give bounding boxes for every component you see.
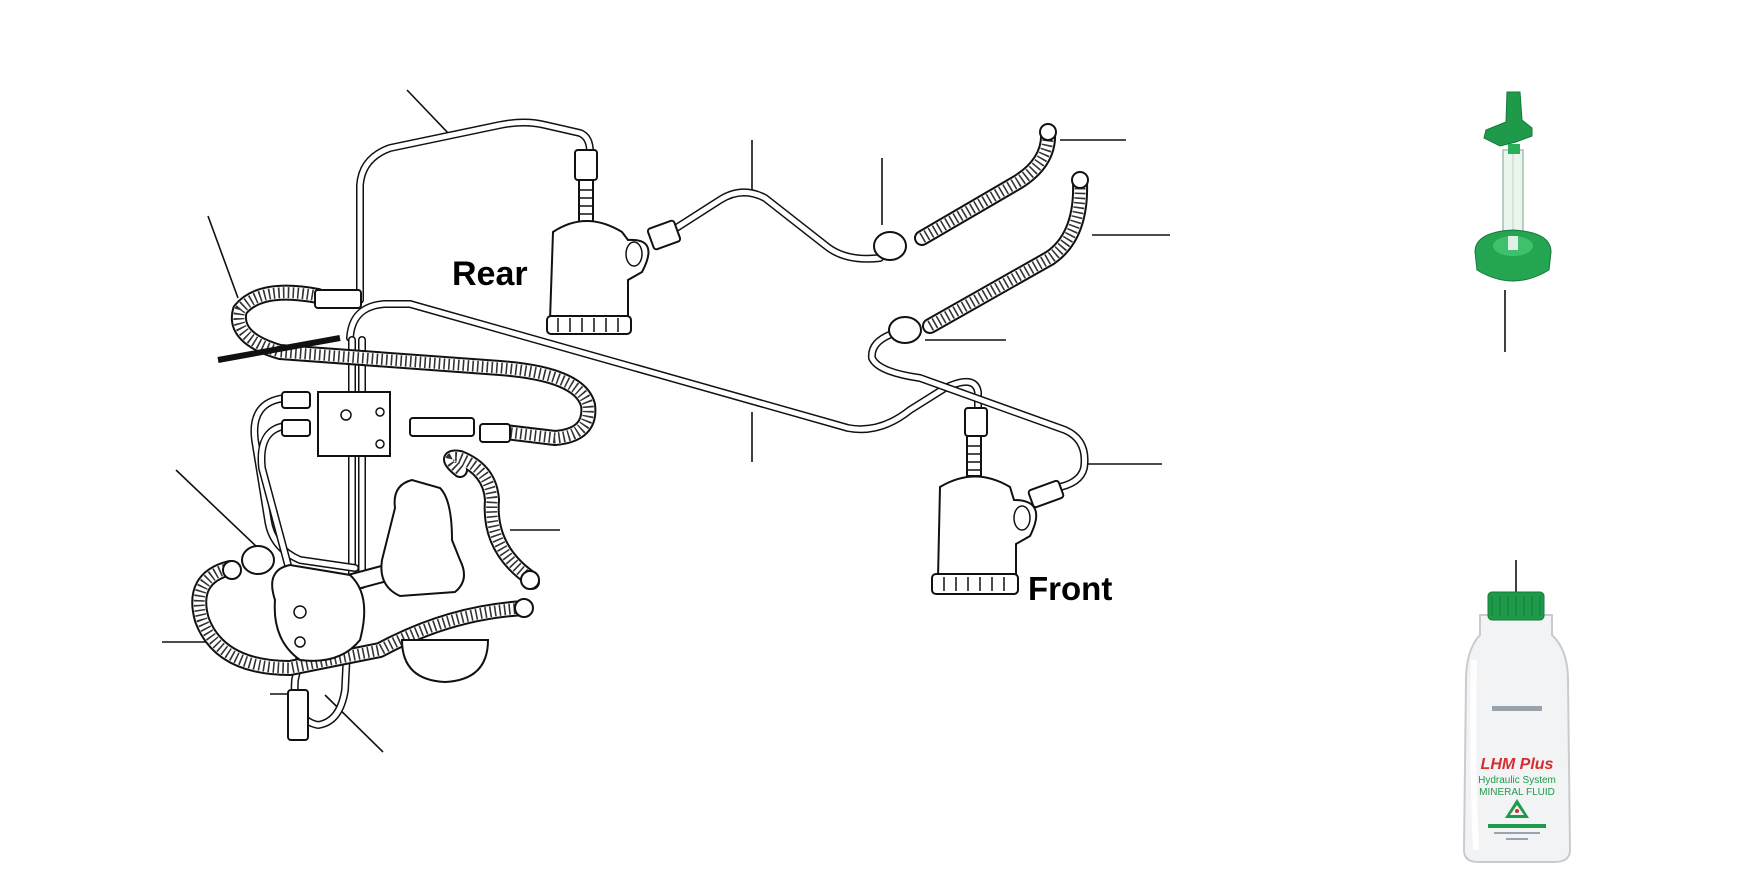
regulator-body [380,478,465,598]
left-return-hose-braid [233,287,594,444]
rear-wheel-cylinder [546,179,650,335]
leader-line [406,89,451,136]
s-hose-braid [445,452,537,585]
front-cylinder-body [936,475,1038,588]
union-fitting [314,289,362,309]
bottle-line2: MINERAL FLUID [1479,787,1555,798]
rear-feed-pipe-core [357,120,593,303]
leader-line [175,469,259,549]
union-fitting [574,149,598,181]
leader-line [207,215,239,299]
union-fitting [281,391,311,409]
union-fitting [479,423,511,443]
pressure-regulator-assembly [271,391,490,684]
reservoir-hose-upper-braid [919,131,1054,243]
leader-lines [162,89,1517,753]
reservoir-hose-lower-braid [927,181,1086,331]
bottle-line1: Hydraulic System [1478,775,1556,786]
hose-end [1039,123,1057,141]
front-cylinder-base [931,573,1019,595]
hose-end [520,570,540,590]
front-wheel-cylinder [931,435,1038,595]
hose-clamp [888,316,922,344]
rigid-pipes [250,118,1089,729]
accumulator-sphere [400,639,490,684]
union-fitting [409,417,475,437]
rear-cylinder-base [546,315,632,335]
pump-body [271,563,366,662]
union-fitting [287,689,309,741]
union-fitting [964,407,988,437]
drain-tube [217,335,341,363]
union-fitting [646,219,682,251]
funnel-vent-cap [1483,91,1533,147]
left-loop-pipe-core [258,423,353,728]
bottle-brand: LHM Plus [1481,756,1554,773]
union-fitting [281,419,311,437]
hose-clamp [241,545,275,575]
union-fitting [1027,479,1065,509]
rear-outlet-pipe [666,188,884,263]
rear-outlet-pipe-core [667,190,883,262]
leader-line [324,694,384,753]
hose-end [1071,171,1089,189]
lhm-fluid-bottle: LHM Plus Hydraulic System MINERAL FLUID [1462,591,1572,863]
bottom-hose-core [193,562,531,674]
bottle-body [1462,614,1572,863]
hose-end [222,560,242,580]
hose-clamp [873,231,907,261]
front-feed-pipe-core [347,301,981,432]
flexible-hoses [191,124,1089,676]
filler-funnel [1474,91,1552,282]
rear-cylinder-body [548,220,650,330]
rear-label: Rear [452,255,528,293]
hose-end [514,598,534,618]
junction-block [317,391,391,457]
front-return-pipe-core [869,327,1088,493]
front-label: Front [1028,570,1112,607]
warning-triangle-icon [1505,799,1529,818]
